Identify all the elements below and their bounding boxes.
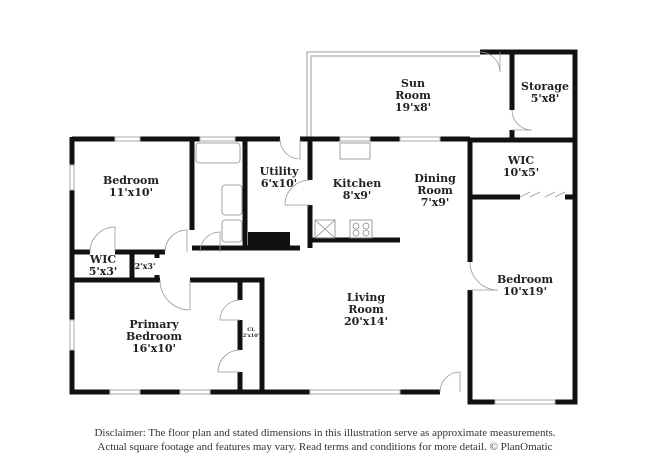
room-closet-cl: CL 2'x10' [243, 327, 260, 339]
svg-text:8'x9': 8'x9' [343, 189, 372, 202]
svg-text:19'x8': 19'x8' [395, 101, 431, 114]
svg-text:Dining: Dining [414, 172, 456, 185]
svg-text:10'x19': 10'x19' [503, 285, 547, 298]
svg-text:5'x8': 5'x8' [531, 92, 560, 105]
svg-text:Sun: Sun [401, 77, 425, 90]
svg-text:5'x3': 5'x3' [89, 265, 118, 278]
room-sun-room: Sun Room 19'x8' [395, 77, 431, 114]
room-kitchen: Kitchen 8'x9' [333, 177, 382, 202]
svg-text:2'x3': 2'x3' [135, 261, 156, 271]
svg-text:Primary: Primary [129, 318, 179, 331]
svg-text:Living: Living [347, 291, 385, 304]
room-closet-small: 2'x3' [135, 261, 156, 271]
svg-text:WIC: WIC [89, 253, 116, 266]
room-primary-bedroom: Primary Bedroom 16'x10' [126, 318, 182, 355]
svg-text:Room: Room [417, 184, 453, 197]
svg-text:7'x9': 7'x9' [421, 196, 450, 209]
room-bedroom-2: Bedroom 10'x19' [497, 273, 553, 298]
svg-text:11'x10': 11'x10' [109, 186, 153, 199]
walls [69, 49, 578, 405]
fixtures [195, 142, 373, 243]
room-dining: Dining Room 7'x9' [414, 172, 456, 209]
doors [89, 51, 566, 393]
svg-text:2'x10': 2'x10' [243, 333, 260, 339]
sun-room-thin-walls [306, 51, 480, 140]
windows [69, 136, 556, 405]
svg-text:CL: CL [247, 327, 255, 333]
room-bedroom-1: Bedroom 11'x10' [103, 174, 159, 199]
svg-text:20'x14': 20'x14' [344, 315, 388, 328]
svg-text:WIC: WIC [507, 154, 534, 167]
room-utility: Utility 6'x10' [260, 165, 299, 190]
svg-text:Kitchen: Kitchen [333, 177, 382, 190]
disclaimer-line-1: Disclaimer: The floor plan and stated di… [94, 427, 556, 439]
svg-text:Bedroom: Bedroom [103, 174, 159, 187]
svg-text:Room: Room [348, 303, 384, 316]
svg-text:Storage: Storage [521, 80, 569, 93]
room-living: Living Room 20'x14' [344, 291, 388, 328]
room-wic-left: WIC 5'x3' [89, 253, 118, 278]
room-storage: Storage 5'x8' [521, 80, 569, 105]
svg-text:Bedroom: Bedroom [126, 330, 182, 343]
stairs-block [248, 232, 290, 248]
svg-text:16'x10': 16'x10' [132, 342, 176, 355]
room-wic-right: WIC 10'x5' [503, 154, 539, 179]
svg-text:10'x5': 10'x5' [503, 166, 539, 179]
svg-text:Utility: Utility [260, 165, 299, 178]
svg-text:6'x10': 6'x10' [261, 177, 297, 190]
svg-text:Bedroom: Bedroom [497, 273, 553, 286]
disclaimer-line-2: Actual square footage and features may v… [97, 441, 553, 453]
svg-text:Room: Room [395, 89, 431, 102]
